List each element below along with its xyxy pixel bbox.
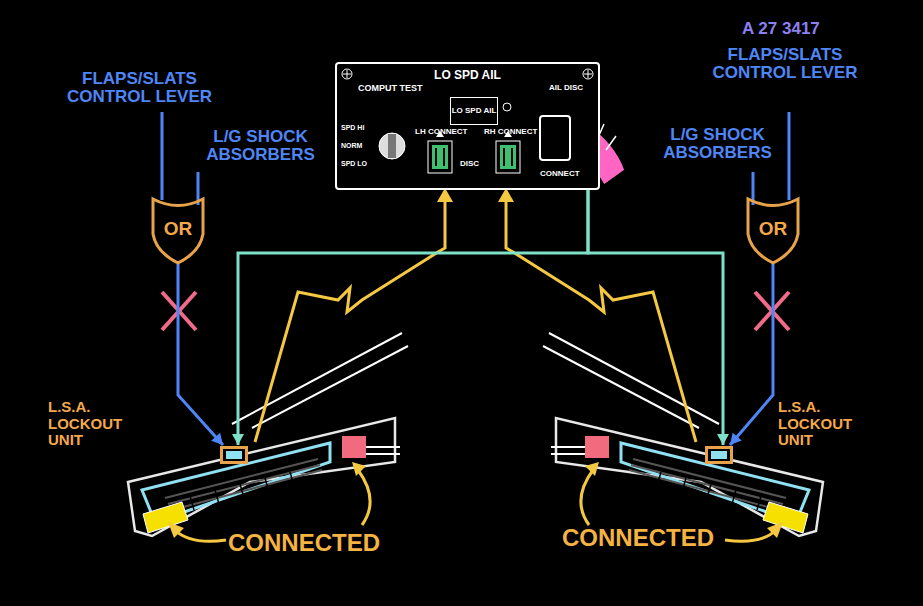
switch-label: DISC bbox=[460, 160, 479, 168]
lockout-unit: L.S.A. LOCKOUT UNIT bbox=[705, 446, 733, 464]
panel-button: LO SPD AIL bbox=[450, 97, 498, 125]
input-label: FLAPS/SLATS CONTROL LEVER bbox=[705, 46, 865, 82]
switch-label: RH CONNECT bbox=[484, 128, 537, 136]
node-text: OR bbox=[759, 218, 788, 240]
switch-label: LH CONNECT bbox=[415, 128, 467, 136]
state-label: CONNECTED bbox=[562, 525, 714, 550]
switch-label: AIL DISC bbox=[546, 84, 586, 92]
connector bbox=[232, 190, 588, 445]
state-label: CONNECTED bbox=[228, 530, 380, 555]
connector bbox=[730, 264, 773, 445]
lockout-core bbox=[711, 451, 727, 459]
node-text: LO SPD AIL bbox=[337, 68, 598, 82]
connector bbox=[588, 190, 729, 445]
or-gate: OR bbox=[745, 196, 801, 266]
switch-label: CONNECT bbox=[540, 170, 580, 178]
lockout-unit: L.S.A. LOCKOUT UNIT bbox=[220, 446, 248, 464]
node-text: OR bbox=[164, 218, 193, 240]
input-label: FLAPS/SLATS CONTROL LEVER bbox=[62, 70, 217, 106]
switch-position: SPD HI bbox=[341, 124, 364, 131]
switch-position: SPD LO bbox=[341, 160, 367, 167]
connector bbox=[178, 264, 223, 445]
switch-position: NORM bbox=[341, 142, 362, 149]
node-text: L.S.A. LOCKOUT UNIT bbox=[48, 399, 140, 449]
input-label: L/G SHOCK ABSORBERS bbox=[198, 128, 323, 164]
input-label: L/G SHOCK ABSORBERS bbox=[655, 126, 780, 162]
panel-label: COMPUT TEST bbox=[358, 84, 423, 93]
node-text: L.S.A. LOCKOUT UNIT bbox=[778, 399, 870, 449]
ref-number: A 27 3417 bbox=[742, 20, 820, 38]
lockout-core bbox=[226, 451, 242, 459]
node-text: LO SPD AIL bbox=[452, 107, 497, 115]
or-gate: OR bbox=[150, 196, 206, 266]
